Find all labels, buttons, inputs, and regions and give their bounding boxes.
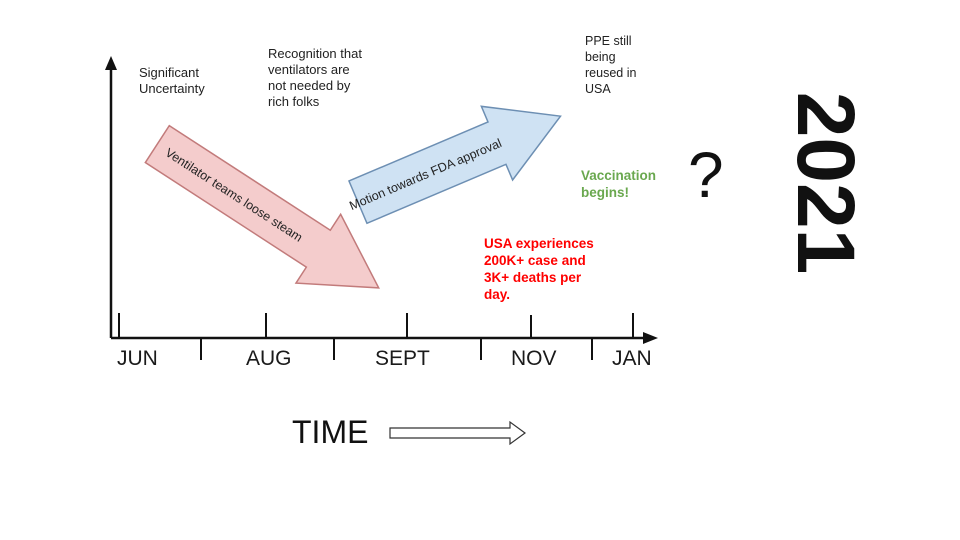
question-mark: ? (688, 139, 724, 211)
annotation-uncertainty: Significant Uncertainty (139, 65, 205, 96)
ventilator-arrow: Ventilator teams loose steam (144, 124, 380, 289)
ventilator-arrow-label: Ventilator teams loose steam (163, 145, 305, 244)
time-label: TIME (292, 414, 369, 450)
time-arrow (389, 420, 527, 446)
x-axis-arrowhead (643, 332, 658, 344)
annotation-vaccination: Vaccination begins! (581, 168, 657, 200)
annotation-cases: USA experiences 200K+ case and 3K+ death… (484, 236, 594, 302)
month-label-sept: SEPT (375, 347, 430, 370)
y-axis-arrowhead (105, 56, 117, 70)
month-label-aug: AUG (246, 347, 292, 370)
annotation-ppe: PPE still being reused in USA (585, 34, 637, 96)
month-label-jun: JUN (117, 347, 158, 370)
annotation-recognition: Recognition that ventilators are not nee… (268, 46, 362, 109)
year-label: 2021 (780, 91, 871, 275)
month-label-nov: NOV (511, 347, 557, 370)
fda-arrow: Motion towards FDA approval (347, 105, 562, 225)
month-label-jan: JAN (612, 347, 652, 370)
